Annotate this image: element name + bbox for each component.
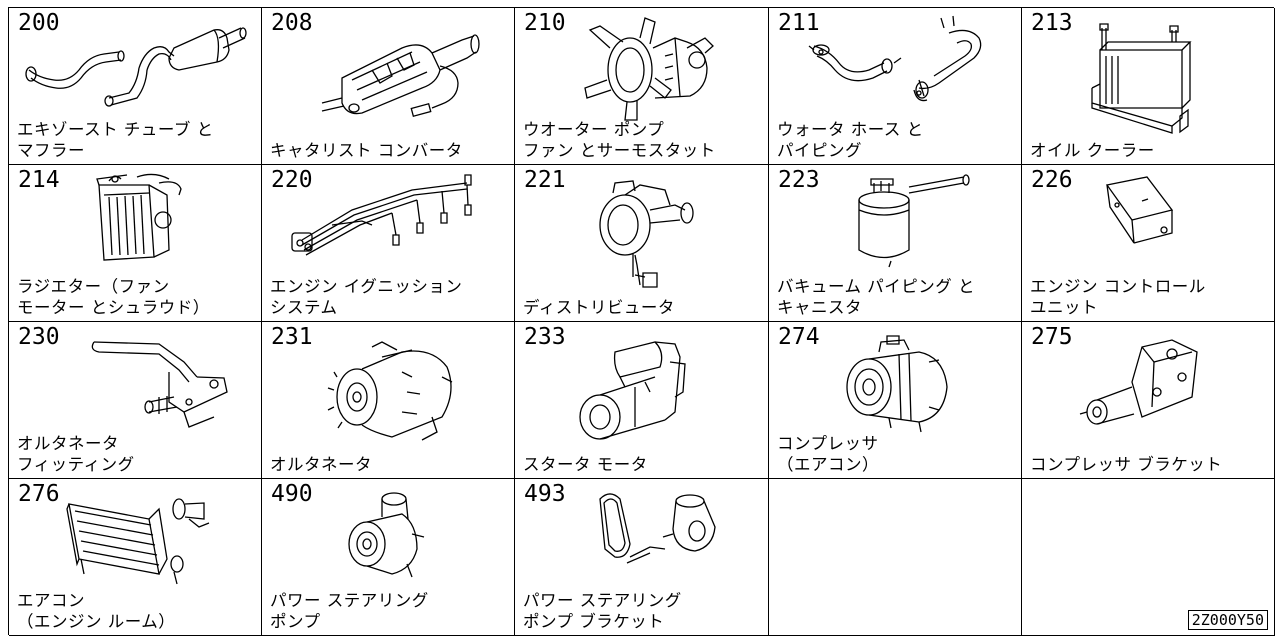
catalog-code: 2Z000Y50 — [1187, 610, 1268, 630]
part-number: 231 — [271, 324, 313, 350]
part-number: 210 — [524, 10, 566, 36]
alternator-icon — [262, 322, 515, 479]
part-cell-211[interactable]: 211 ウォータ ホース と パイピング — [769, 8, 1022, 165]
part-name: ディストリビュータ — [523, 298, 675, 317]
part-cell-200[interactable]: 200 エキゾースト チューブ と マフラー — [9, 8, 262, 165]
part-name: ウォータ ホース と パイピング — [777, 120, 924, 160]
engine-control-unit-icon — [1022, 165, 1275, 322]
power-steering-pump-icon — [262, 479, 515, 636]
part-name: オルタネータ — [270, 455, 372, 474]
condenser-icon — [9, 479, 262, 636]
part-name: パワー ステアリング ポンプ — [270, 591, 429, 631]
part-number: 274 — [778, 324, 820, 350]
part-name: エンジン コントロール ユニット — [1030, 277, 1206, 317]
part-name: コンプレッサ （エアコン） — [777, 434, 879, 474]
part-cell-490[interactable]: 490 パワー ステアリング ポンプ — [262, 479, 515, 636]
exhaust-muffler-icon — [9, 8, 262, 165]
part-cell-210[interactable]: 210 ウオーター ポンプ ファン とサーモスタット — [515, 8, 769, 165]
pump-bracket-belt-icon — [515, 479, 768, 636]
part-cell-275[interactable]: 275 コンプレッサ ブラケット — [1022, 322, 1275, 479]
part-number: 208 — [271, 10, 313, 36]
empty-cell: 2Z000Y50 — [1022, 479, 1275, 636]
part-name: エアコン （エンジン ルーム） — [17, 591, 176, 631]
part-name: オイル クーラー — [1030, 141, 1155, 160]
part-name: バキューム パイピング と キャニスタ — [777, 277, 975, 317]
water-pump-fan-icon — [515, 8, 768, 165]
part-name: エンジン イグニッション システム — [270, 277, 463, 317]
part-name: コンプレッサ ブラケット — [1030, 455, 1223, 474]
compressor-bracket-icon — [1022, 322, 1275, 479]
part-cell-493[interactable]: 493 パワー ステアリング ポンプ ブラケット — [515, 479, 769, 636]
part-number: 211 — [778, 10, 820, 36]
empty-cell — [769, 479, 1022, 636]
part-number: 233 — [524, 324, 566, 350]
distributor-icon — [515, 165, 768, 322]
part-number: 493 — [524, 481, 566, 507]
part-cell-226[interactable]: 226 エンジン コントロール ユニット — [1022, 165, 1275, 322]
vacuum-canister-icon — [769, 165, 1022, 322]
part-name: オルタネータ フィッティング — [17, 434, 135, 474]
part-cell-213[interactable]: 213 オイル クーラー — [1022, 8, 1275, 165]
part-number: 490 — [271, 481, 313, 507]
part-number: 230 — [18, 324, 60, 350]
part-number: 275 — [1031, 324, 1073, 350]
part-name: ウオーター ポンプ ファン とサーモスタット — [523, 120, 716, 160]
part-cell-221[interactable]: 221 ディストリビュータ — [515, 165, 769, 322]
part-cell-220[interactable]: 220 エンジン イグニッション システム — [262, 165, 515, 322]
part-number: 214 — [18, 167, 60, 193]
oil-cooler-icon — [1022, 8, 1275, 165]
radiator-icon — [9, 165, 262, 322]
part-cell-274[interactable]: 274 コンプレッサ （エアコン） — [769, 322, 1022, 479]
starter-motor-icon — [515, 322, 768, 479]
ac-compressor-icon — [769, 322, 1022, 479]
water-hose-icon — [769, 8, 1022, 165]
part-cell-230[interactable]: 230 オルタネータ フィッティング — [9, 322, 262, 479]
ignition-wires-icon — [262, 165, 515, 322]
part-name: スタータ モータ — [523, 455, 648, 474]
part-cell-223[interactable]: 223 バキューム パイピング と キャニスタ — [769, 165, 1022, 322]
part-cell-208[interactable]: 208 キャタリスト コンバータ — [262, 8, 515, 165]
part-name: エキゾースト チューブ と マフラー — [17, 120, 214, 160]
part-name: キャタリスト コンバータ — [270, 141, 463, 160]
alternator-bracket-icon — [9, 322, 262, 479]
part-cell-276[interactable]: 276 エアコン （エンジン ルーム） — [9, 479, 262, 636]
part-cell-233[interactable]: 233 スタータ モータ — [515, 322, 769, 479]
part-name: ラジエター（ファン モーター とシュラウド） — [17, 277, 210, 317]
parts-catalog-grid: 200 エキゾースト チューブ と マフラー 208 キャタリスト コンバータ — [8, 7, 1275, 636]
catalytic-converter-icon — [262, 8, 515, 165]
part-number: 200 — [18, 10, 60, 36]
part-cell-231[interactable]: 231 オルタネータ — [262, 322, 515, 479]
part-number: 221 — [524, 167, 566, 193]
part-cell-214[interactable]: 214 ラジエター（ファン モーター とシュラウド） — [9, 165, 262, 322]
part-number: 213 — [1031, 10, 1073, 36]
part-name: パワー ステアリング ポンプ ブラケット — [523, 591, 682, 631]
part-number: 220 — [271, 167, 313, 193]
part-number: 223 — [778, 167, 820, 193]
part-number: 226 — [1031, 167, 1073, 193]
part-number: 276 — [18, 481, 60, 507]
